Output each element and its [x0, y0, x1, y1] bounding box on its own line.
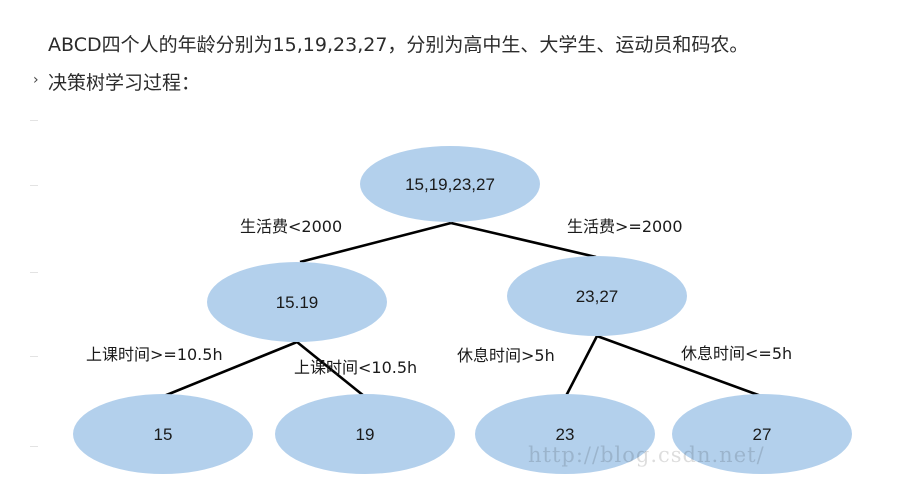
- edge-right-n23: [564, 335, 599, 397]
- gutter-tick: [30, 446, 38, 447]
- node-label-root: 15,19,23,27: [405, 175, 495, 194]
- watermark: http://blog.csdn.net/: [528, 443, 765, 467]
- node-right: [507, 256, 687, 336]
- edge-right-n27: [596, 334, 762, 398]
- edge-label-root-right: 生活费>=2000: [567, 217, 683, 236]
- edge-left-n15: [163, 340, 298, 398]
- node-n23: [475, 394, 655, 474]
- node-label-n15: 15: [154, 425, 173, 444]
- edge-root-left: [299, 221, 452, 264]
- edge-label-left-n19: 上课时间<10.5h: [294, 358, 417, 377]
- node-label-n27: 27: [753, 425, 772, 444]
- gutter-tick: [30, 356, 38, 357]
- edge-label-root-left: 生活费<2000: [240, 217, 342, 236]
- gutter-tick: [30, 272, 38, 273]
- left-gutter: [0, 0, 40, 503]
- node-label-n23: 23: [556, 425, 575, 444]
- node-n19: [275, 394, 455, 474]
- node-left: [207, 262, 387, 342]
- gutter-tick: [30, 120, 38, 121]
- node-n15: [73, 394, 253, 474]
- node-label-right: 23,27: [576, 287, 619, 306]
- article-paragraph: ABCD四个人的年龄分别为15,19,23,27，分别为高中生、大学生、运动员和…: [48, 34, 749, 56]
- edge-left-n19: [296, 340, 365, 398]
- edge-label-right-n27: 休息时间<=5h: [681, 344, 792, 363]
- article-subheading: 决策树学习过程：: [48, 72, 201, 94]
- edge-label-left-n15: 上课时间>=10.5h: [86, 345, 223, 364]
- node-root: [360, 146, 540, 222]
- node-label-n19: 19: [356, 425, 375, 444]
- node-n27: [672, 394, 852, 474]
- gutter-tick: [30, 185, 38, 186]
- edge-root-right: [450, 221, 597, 259]
- collapse-chevron-icon[interactable]: ›: [33, 72, 39, 88]
- edge-label-right-n23: 休息时间>5h: [457, 346, 555, 365]
- node-label-left: 15.19: [276, 293, 319, 312]
